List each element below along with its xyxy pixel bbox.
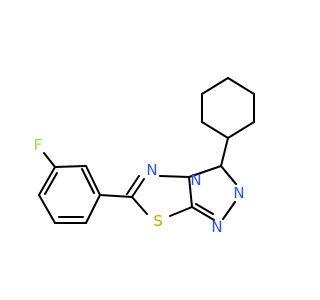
- bond: [195, 203, 214, 215]
- structure-canvas: F S N N N N: [34, 77, 255, 236]
- bond: [201, 121, 229, 139]
- bond: [224, 170, 237, 185]
- nitrogen-label-thiadiazole: N: [146, 161, 157, 179]
- bond: [227, 121, 255, 139]
- bond: [201, 77, 229, 95]
- bond: [126, 175, 140, 195]
- bond: [85, 194, 101, 224]
- bond: [131, 196, 148, 215]
- bond: [99, 194, 133, 198]
- nitrogen-label-triazole-upper: N: [233, 184, 244, 202]
- bond: [191, 206, 215, 221]
- bonds: [38, 77, 255, 224]
- nitrogen-label-bridgehead: N: [190, 171, 201, 189]
- bond: [131, 178, 145, 198]
- atom-labels: F S N N N N: [34, 136, 245, 236]
- bond: [222, 201, 236, 220]
- bond: [38, 194, 56, 224]
- fluorine-label: F: [34, 136, 43, 154]
- bond: [44, 172, 58, 195]
- bond: [159, 175, 190, 178]
- bond: [220, 137, 229, 167]
- nitrogen-label-triazole-lower: N: [211, 218, 222, 236]
- bond: [227, 77, 255, 95]
- bond: [54, 165, 87, 168]
- bond: [85, 165, 101, 196]
- sulfur-label: S: [153, 212, 163, 230]
- bond: [81, 168, 95, 194]
- bond: [43, 152, 56, 168]
- bond: [188, 165, 222, 178]
- bond: [169, 206, 193, 217]
- bond: [188, 176, 193, 208]
- molecule-drawing: F S N N N N: [34, 77, 255, 236]
- bond: [38, 166, 56, 196]
